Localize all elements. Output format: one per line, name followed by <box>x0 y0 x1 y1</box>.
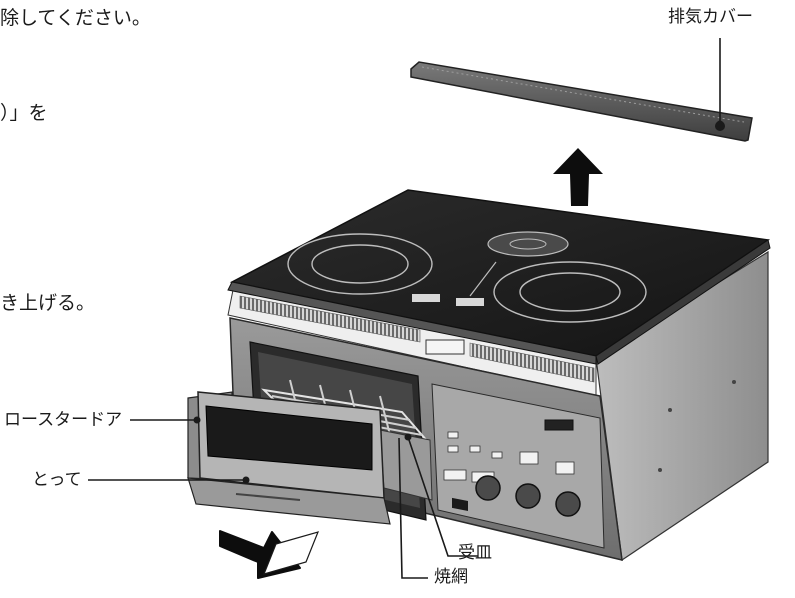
roaster-door-part <box>187 391 391 525</box>
instruction-line-3: き上げる。 <box>0 292 96 314</box>
pull-out-arrow-icon <box>219 530 320 579</box>
instruction-line-2: ）」を <box>0 102 48 124</box>
control-knobs <box>475 475 581 517</box>
label-drip-tray: 受皿 <box>458 543 492 563</box>
handle-part <box>235 493 301 501</box>
up-arrow-icon <box>553 148 603 206</box>
glass-cooktop <box>227 189 771 365</box>
instruction-line-1: 除してください。 <box>0 7 151 29</box>
label-exhaust-cover: 排気カバー <box>668 7 753 27</box>
label-handle: とって <box>32 470 82 490</box>
label-grill-net: 焼網 <box>434 567 468 587</box>
exhaust-cover-part <box>410 61 753 142</box>
leader-dots <box>193 120 724 484</box>
label-roaster-door: ロースタードア <box>4 410 123 430</box>
leader-lines <box>88 38 721 579</box>
